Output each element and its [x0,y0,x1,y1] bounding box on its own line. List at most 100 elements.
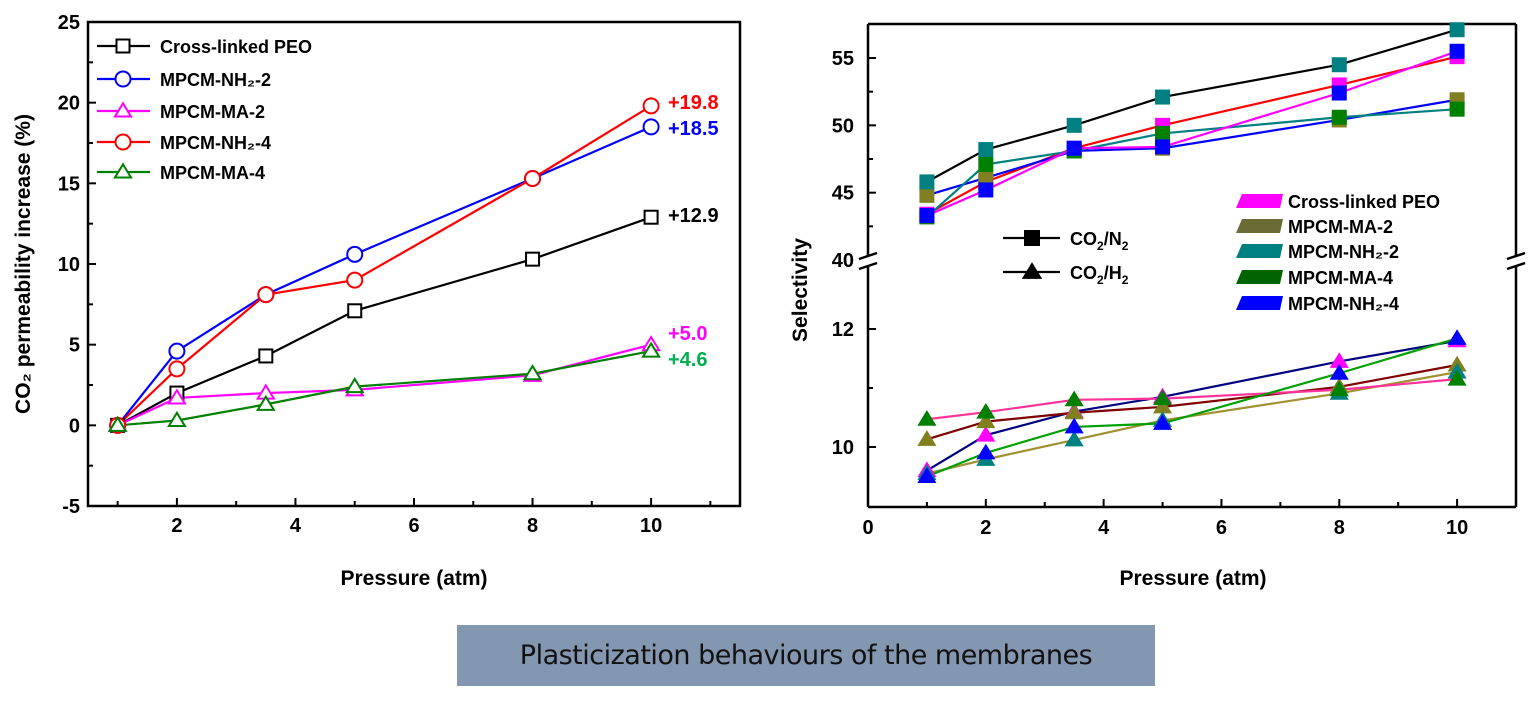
legend-marker [114,70,132,88]
y-tick-label: 12 [832,319,854,341]
data-point-5 [976,425,996,442]
y-tick-label: 20 [58,93,80,115]
data-point-9 [1329,364,1349,380]
series-line-6 [926,363,1458,441]
y-tick-label: 40 [832,250,854,272]
legend-swatch [1236,270,1283,284]
legend-label-part: CO [1070,263,1097,283]
y-axis-title: CO₂ permeability increase (%) [12,114,35,414]
data-point-8 [917,410,937,426]
data-point-0 [258,348,274,364]
value-annotation: +12.9 [668,205,719,227]
x-tick-label: 8 [527,515,538,537]
legend-swatch [1236,219,1283,233]
data-point-8 [1152,389,1173,406]
x-tick-label: 10 [640,515,662,537]
legend-label: MPCM-MA-4 [1288,268,1393,288]
x-tick-label: 10 [1446,517,1468,539]
data-point-9 [1447,329,1467,345]
series-line-5 [926,339,1458,472]
left-plot-frame [86,20,742,508]
data-point-6 [917,430,937,446]
data-point-1 [346,245,364,263]
legend-label: MPCM-MA-2 [160,102,265,122]
value-annotation: +5.0 [668,323,707,345]
y-tick-label: 25 [58,12,80,34]
data-point-0 [347,303,363,319]
data-point-1 [919,187,935,203]
data-point-4 [167,410,187,428]
data-point-8 [1447,369,1467,386]
legend-marker [1024,230,1040,246]
value-annotation: +18.5 [668,118,719,140]
y-tick-label: 50 [832,115,854,137]
data-point-9 [1152,414,1173,430]
series-line-7 [926,370,1458,475]
legend-label-part: 2 [1122,273,1129,287]
legend-label: CO2/H2 [1070,263,1129,287]
legend-label-part: /N [1104,229,1122,249]
legend-label: MPCM-MA-4 [160,163,265,183]
x-axis-title: Pressure (atm) [1119,567,1266,590]
series-line-4 [117,350,652,427]
legend-swatch [1236,194,1283,208]
y-tick-label: 10 [58,254,80,276]
x-tick-label: 4 [290,515,302,537]
data-point-3 [524,169,542,187]
series-line-8 [926,378,1458,421]
y-tick-label: 45 [832,183,854,205]
data-point-2 [1066,117,1082,133]
data-point-4 [344,377,365,394]
axis-break-mark [1506,261,1526,271]
y-tick-label: 5 [69,335,80,357]
value-annotation: +19.8 [668,92,719,114]
data-point-2 [167,388,187,405]
series-line-3 [926,108,1458,218]
legend-label-part: 2 [1122,239,1129,253]
legend-label: MPCM-NH₂-4 [160,133,271,153]
x-tick-label: 0 [862,517,873,539]
data-point-4 [1155,139,1171,155]
data-point-4 [978,182,994,198]
data-point-3 [978,156,994,172]
legend-label-part: /H [1104,263,1122,283]
x-tick-label: 2 [980,517,991,539]
data-point-3 [168,360,186,378]
axis-break-mark [858,261,878,271]
series-line-9 [926,337,1458,478]
data-point-1 [168,342,186,360]
x-tick-label: 6 [408,515,419,537]
legend-marker [115,38,131,54]
data-point-3 [1331,109,1347,125]
y-tick-label: 0 [69,415,80,437]
legend-label-part: CO [1070,229,1097,249]
axis-break-mark [1506,251,1526,261]
data-point-4 [107,415,128,432]
y-tick-label: 15 [58,173,80,195]
legend-label-part: 2 [1097,239,1104,253]
y-axis-title: Selectivity [789,238,812,342]
legend-label-part: 2 [1097,273,1104,287]
data-point-2 [1155,89,1171,105]
data-point-4 [641,341,661,358]
y-tick-label: 10 [832,437,854,459]
legend-label: CO2/N2 [1070,229,1129,253]
data-point-2 [1449,22,1465,38]
y-tick-label: 55 [832,48,854,70]
legend-label: Cross-linked PEO [1288,192,1440,212]
series-line-1 [116,125,652,427]
legend-marker [1021,262,1043,279]
caption-text: Plasticization behaviours of the membran… [519,640,1093,671]
series-line-0 [117,216,652,427]
legend-label: MPCM-NH₂-2 [1288,242,1399,262]
data-point-3 [1155,125,1171,141]
data-point-9 [917,467,937,483]
data-point-7 [1064,430,1084,447]
legend-label: MPCM-NH₂-2 [160,70,271,90]
data-point-4 [1449,43,1465,59]
data-point-0 [643,209,659,225]
caption-box: Plasticization behaviours of the membran… [457,625,1155,686]
data-point-3 [257,286,275,304]
data-point-4 [255,394,276,411]
data-point-9 [1064,417,1084,434]
